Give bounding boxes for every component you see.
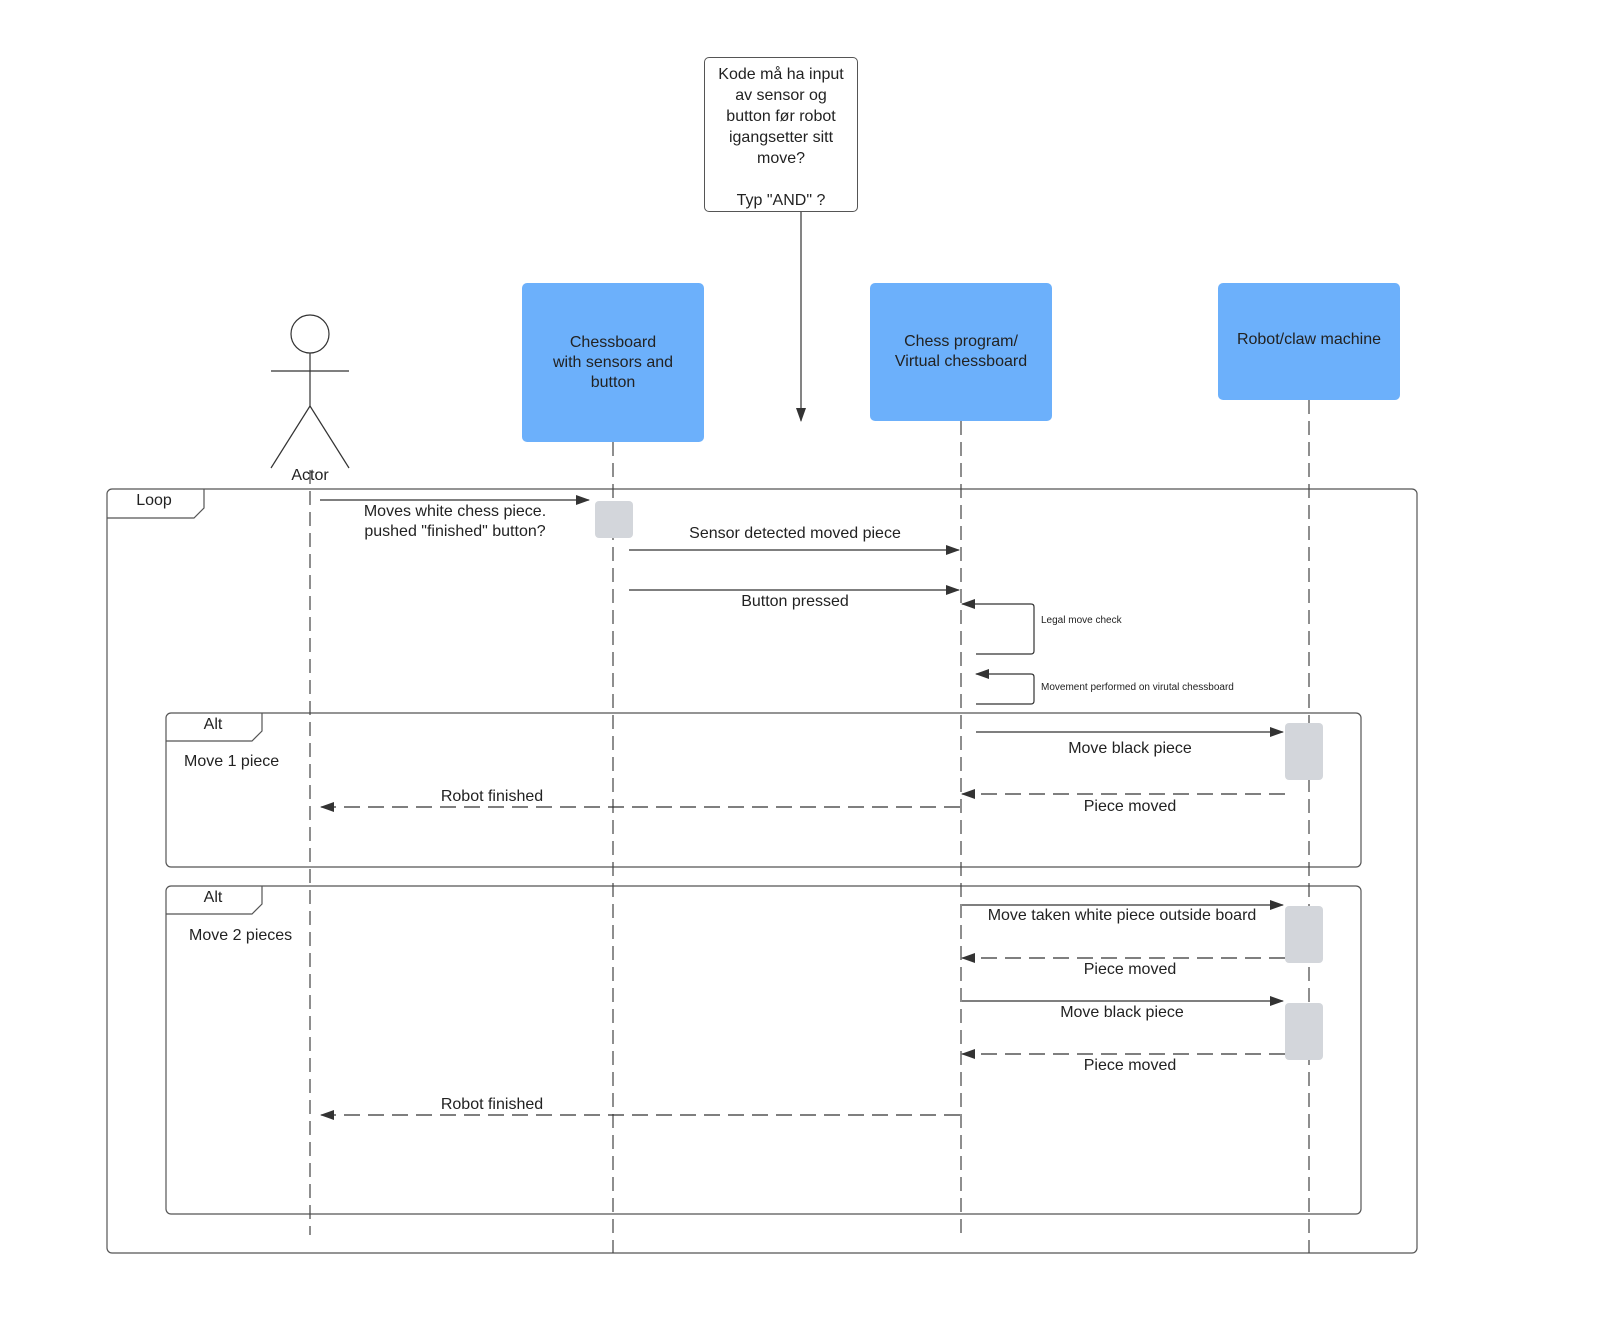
note-box: Kode må ha input av sensor og button før… bbox=[704, 57, 858, 212]
msg-alt1-robot-finished-label: Robot finished bbox=[440, 788, 544, 805]
alt-frame-2-tag-border bbox=[166, 886, 263, 915]
robot-activation-2 bbox=[1285, 906, 1323, 963]
self-msg-movement-performed-label: Movement performed on virutal chessboard bbox=[1041, 682, 1234, 693]
msg-button-pressed-label: Button pressed bbox=[741, 593, 849, 610]
robot-activation-1 bbox=[1285, 723, 1323, 780]
msg-moves-white-label: Moves white chess piece. pushed "finishe… bbox=[363, 503, 547, 540]
chessboard-lifeline-label: Chessboard with sensors and button bbox=[552, 333, 674, 391]
loop-frame-tag: Loop bbox=[136, 492, 172, 509]
alt-frame-1 bbox=[165, 712, 1362, 868]
chessboard-activation bbox=[595, 501, 633, 538]
alt-frame-1-tag-border bbox=[166, 713, 263, 742]
msg-alt2-robot-finished-label: Robot finished bbox=[440, 1096, 544, 1113]
msg-alt1-piece-moved-label: Piece moved bbox=[1083, 798, 1177, 815]
chess-program-lifeline-box: Chess program/ Virtual chessboard bbox=[870, 283, 1052, 421]
note-text: Kode må ha input av sensor og button før… bbox=[718, 66, 844, 209]
actor-label: Actor bbox=[291, 467, 329, 484]
alt-frame-1-guard: Move 1 piece bbox=[184, 753, 280, 770]
msg-alt2-move-taken-label: Move taken white piece outside board bbox=[987, 907, 1257, 924]
msg-alt1-move-black-label: Move black piece bbox=[1068, 740, 1192, 757]
msg-alt2-move-black-label: Move black piece bbox=[1060, 1004, 1184, 1021]
robot-lifeline-box: Robot/claw machine bbox=[1218, 283, 1400, 400]
robot-lifeline-label: Robot/claw machine bbox=[1236, 331, 1382, 348]
self-msg-legal-move-check-label: Legal move check bbox=[1041, 615, 1122, 626]
loop-frame-tag-border bbox=[107, 489, 205, 519]
chessboard-lifeline-box: Chessboard with sensors and button bbox=[522, 283, 704, 442]
msg-alt2-piece-moved-1-label: Piece moved bbox=[1083, 961, 1177, 978]
msg-alt2-piece-moved-2-label: Piece moved bbox=[1083, 1057, 1177, 1074]
self-msg-legal-move-check bbox=[961, 599, 1035, 655]
alt-frame-2-tag: Alt bbox=[203, 889, 223, 906]
alt-frame-2 bbox=[165, 885, 1362, 1215]
alt-frame-1-tag: Alt bbox=[203, 716, 223, 733]
msg-sensor-detected-label: Sensor detected moved piece bbox=[689, 525, 901, 542]
loop-frame bbox=[106, 488, 1418, 1254]
actor-stick-figure bbox=[270, 314, 350, 469]
chess-program-lifeline-label: Chess program/ Virtual chessboard bbox=[894, 333, 1028, 370]
alt-frame-2-guard: Move 2 pieces bbox=[189, 927, 293, 944]
self-msg-movement-performed bbox=[975, 669, 1035, 705]
robot-activation-3 bbox=[1285, 1003, 1323, 1060]
